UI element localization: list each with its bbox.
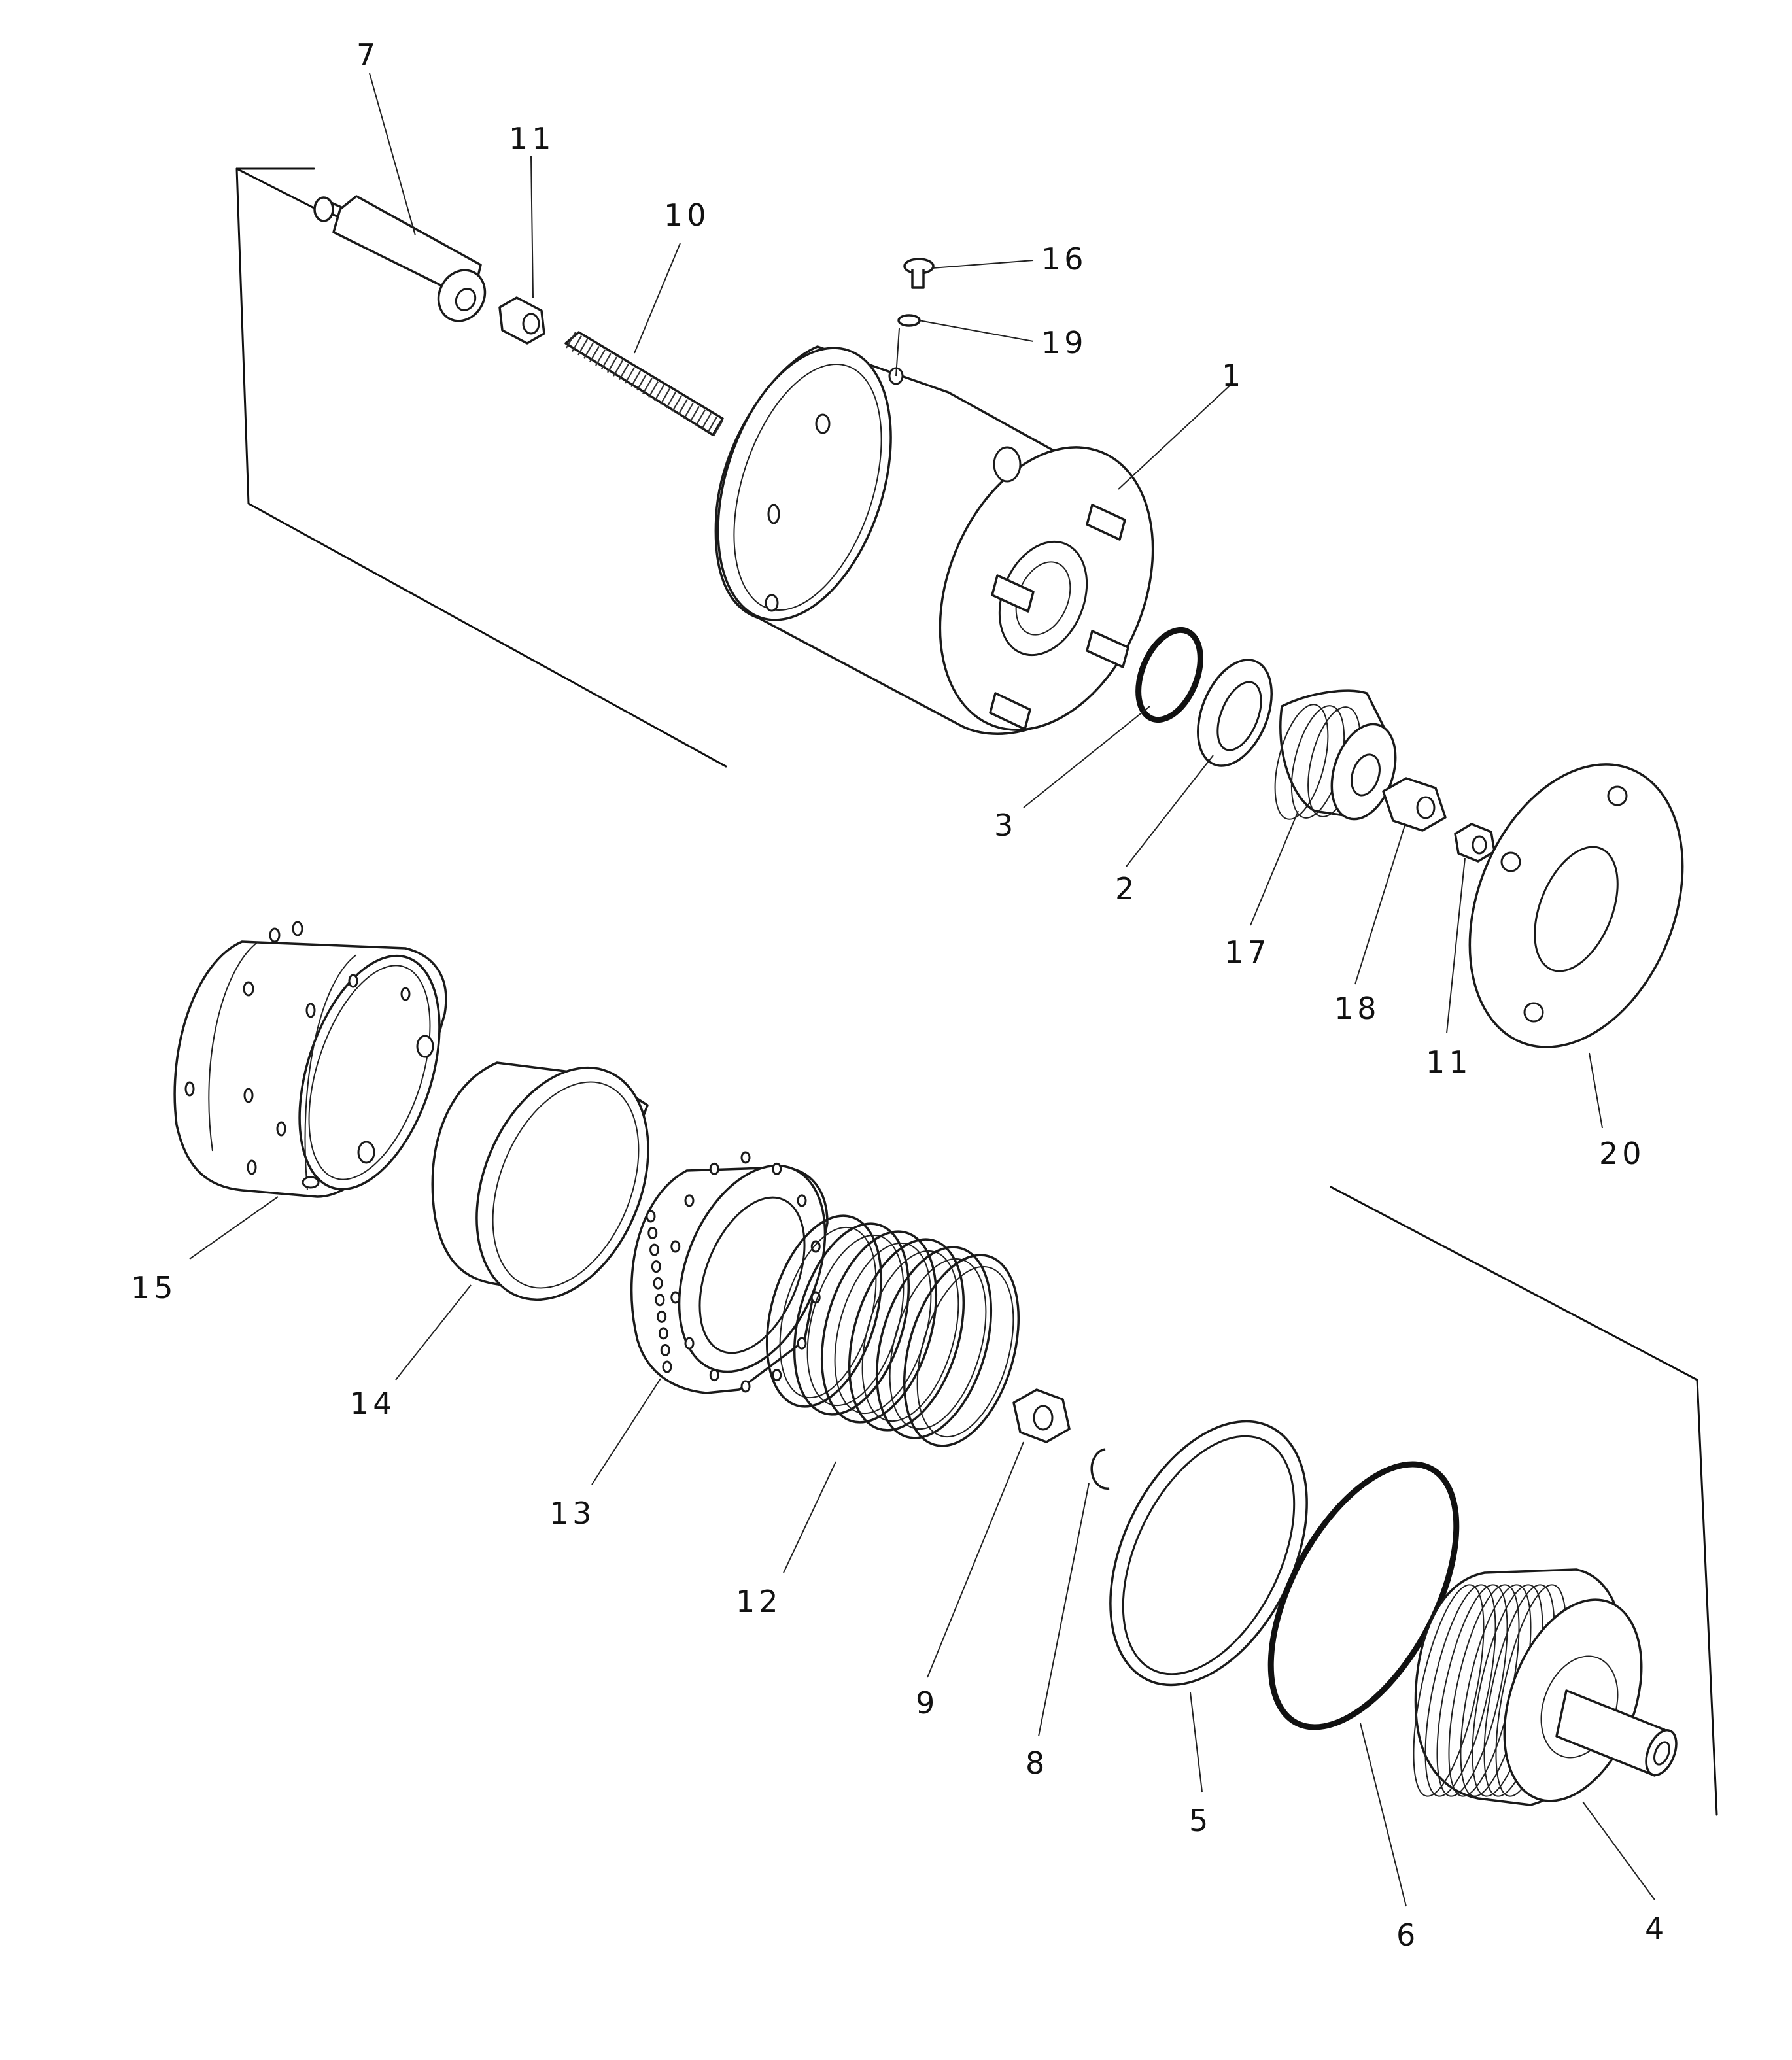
part-11-nut-upper	[498, 296, 545, 345]
part-2-washer	[1197, 659, 1273, 767]
callout-7: 7	[356, 37, 379, 73]
part-18-slotted-nut	[1382, 777, 1447, 832]
part-15-sleeve	[173, 921, 447, 1198]
callout-labels: 7 11 10 16 19 1 3 2 17 18 11 20 15 14 13…	[131, 37, 1668, 1953]
callout-8: 8	[1025, 1745, 1048, 1781]
callout-20: 20	[1599, 1136, 1646, 1171]
part-8-snap-ring	[1090, 1448, 1110, 1490]
part-17-grooved-piston	[1274, 689, 1397, 821]
callout-1: 1	[1222, 358, 1245, 393]
part-1-housing	[714, 345, 1154, 735]
part-19-washer	[897, 314, 921, 327]
axis-bracket-lower	[1330, 1186, 1718, 1816]
part-3-o-ring	[1135, 627, 1203, 723]
part-10-threaded-rod	[564, 331, 724, 437]
callout-9: 9	[916, 1685, 939, 1721]
callout-11-upper: 11	[509, 121, 555, 156]
axis-bracket-upper	[235, 167, 727, 768]
callout-15: 15	[131, 1270, 177, 1305]
part-9-hex-nut	[1012, 1388, 1071, 1443]
part-11-nut-lower	[1454, 823, 1496, 863]
callout-2: 2	[1115, 871, 1138, 906]
part-4-piston	[1413, 1568, 1678, 1806]
part-7-pin	[313, 195, 487, 322]
callout-12: 12	[736, 1584, 782, 1619]
callout-5: 5	[1189, 1803, 1212, 1838]
callout-13: 13	[549, 1496, 596, 1531]
callout-10: 10	[664, 197, 710, 233]
callout-17: 17	[1224, 935, 1271, 970]
callout-19: 19	[1041, 325, 1088, 360]
callout-4: 4	[1645, 1911, 1668, 1946]
part-5-ring	[1109, 1420, 1308, 1687]
part-13-perforated-cup	[630, 1151, 829, 1394]
part-20-gasket	[1468, 763, 1684, 1048]
leader-lines	[189, 73, 1655, 1907]
callout-18: 18	[1334, 991, 1381, 1026]
callout-6: 6	[1396, 1917, 1419, 1953]
part-14-ring	[431, 1061, 649, 1301]
callout-3: 3	[994, 808, 1017, 843]
callout-11-lower: 11	[1426, 1044, 1472, 1080]
part-16-screw	[903, 258, 935, 289]
callout-14: 14	[350, 1386, 396, 1421]
callout-16: 16	[1041, 241, 1088, 277]
part-12-spring	[765, 1214, 1020, 1447]
